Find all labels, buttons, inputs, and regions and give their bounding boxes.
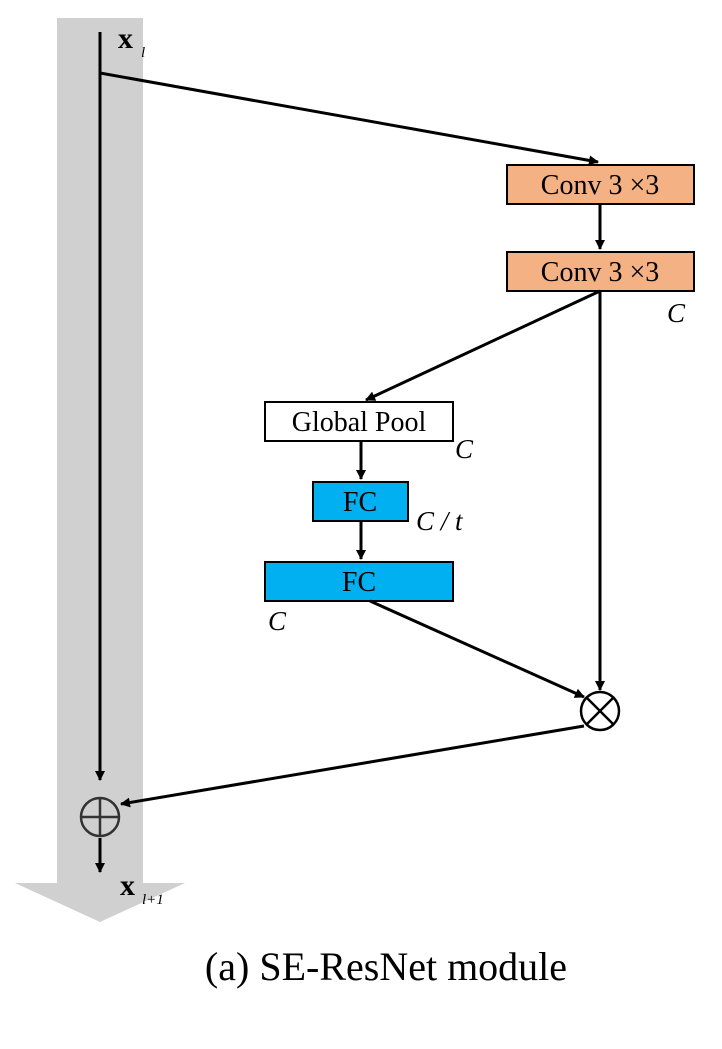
add-node	[79, 796, 121, 838]
fc1-dim: C / t	[416, 506, 464, 536]
output-variable: x l+1	[120, 869, 164, 908]
conv2-dim: C	[667, 298, 686, 328]
multiply-node	[579, 690, 621, 732]
input-variable: x l	[118, 22, 145, 61]
fc2-label: FC	[342, 567, 376, 598]
arrow-to-conv1	[99, 71, 599, 166]
global-pool-block: Global Pool C	[264, 401, 474, 464]
global-pool-box	[264, 401, 454, 442]
conv2-label: Conv 3 ×3	[541, 257, 659, 288]
global-pool-label: Global Pool	[292, 407, 427, 438]
conv2-box	[506, 251, 695, 292]
fc2-block: FC C	[264, 561, 454, 636]
svg-text:x: x	[118, 22, 133, 55]
arrow-fc2-to-multiply	[369, 599, 585, 699]
arrow-multiply-to-add	[120, 724, 585, 808]
svg-text:l+1: l+1	[142, 892, 164, 908]
global-pool-dim: C	[455, 434, 474, 464]
fc2-box	[264, 561, 454, 602]
fc1-block: FC C / t	[312, 481, 464, 536]
svg-text:x: x	[120, 869, 135, 902]
arrow-conv2-to-pool	[365, 289, 601, 402]
fc2-dim: C	[268, 606, 287, 636]
svg-text:l: l	[141, 45, 145, 61]
figure-caption: (a) SE-ResNet module	[205, 944, 567, 989]
conv1-label: Conv 3 ×3	[541, 170, 659, 201]
fc1-label: FC	[343, 487, 377, 518]
conv2-block: Conv 3 ×3 C	[506, 251, 695, 328]
conv1-block: Conv 3 ×3	[506, 164, 695, 205]
